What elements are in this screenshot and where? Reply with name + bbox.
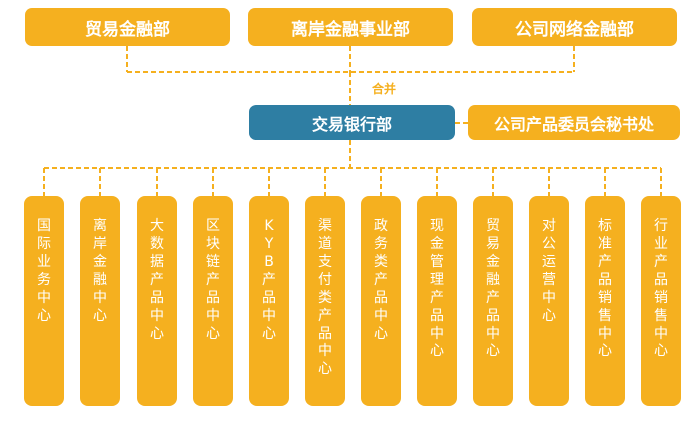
center-label: 对公运营中心 (542, 218, 556, 324)
center-label: KYB产品中心 (262, 218, 276, 342)
top-dept-trade-finance: 贸易金融部 (25, 8, 230, 46)
center-label: 区块链产品中心 (206, 218, 220, 342)
center-label: 现金管理产品中心 (430, 218, 444, 360)
top-dept-label: 离岸金融事业部 (291, 19, 410, 40)
center-label: 国际业务中心 (37, 218, 51, 324)
main-department-label: 交易银行部 (311, 114, 392, 134)
top-dept-label: 贸易金融部 (85, 19, 170, 40)
center-box: 离岸金融中心 (80, 196, 120, 406)
top-dept-network-finance: 公司网络金融部 (472, 8, 677, 46)
center-box: 政务类产品中心 (361, 196, 401, 406)
center-box: 区块链产品中心 (193, 196, 233, 406)
center-box: 标准产品销售中心 (585, 196, 625, 406)
top-dept-offshore-finance: 离岸金融事业部 (248, 8, 453, 46)
center-box: 大数据产品中心 (137, 196, 177, 406)
center-box: 对公运营中心 (529, 196, 569, 406)
center-box: 现金管理产品中心 (417, 196, 457, 406)
center-box: 行业产品销售中心 (641, 196, 681, 406)
center-box: 贸易金融产品中心 (473, 196, 513, 406)
top-dept-label: 公司网络金融部 (515, 19, 634, 40)
merge-label: 合并 (371, 82, 396, 96)
center-label: 行业产品销售中心 (654, 218, 668, 360)
center-label: 大数据产品中心 (150, 218, 164, 342)
center-label: 渠道支付类产品中心 (318, 218, 332, 378)
center-label: 离岸金融中心 (93, 218, 107, 324)
center-label: 政务类产品中心 (374, 218, 388, 342)
side-office: 公司产品委员会秘书处 (468, 105, 680, 140)
main-department: 交易银行部 (249, 105, 455, 140)
center-box: KYB产品中心 (249, 196, 289, 406)
center-box: 国际业务中心 (24, 196, 64, 406)
center-label: 贸易金融产品中心 (486, 218, 500, 360)
side-office-label: 公司产品委员会秘书处 (493, 114, 654, 134)
center-box: 渠道支付类产品中心 (305, 196, 345, 406)
center-label: 标准产品销售中心 (598, 218, 612, 360)
